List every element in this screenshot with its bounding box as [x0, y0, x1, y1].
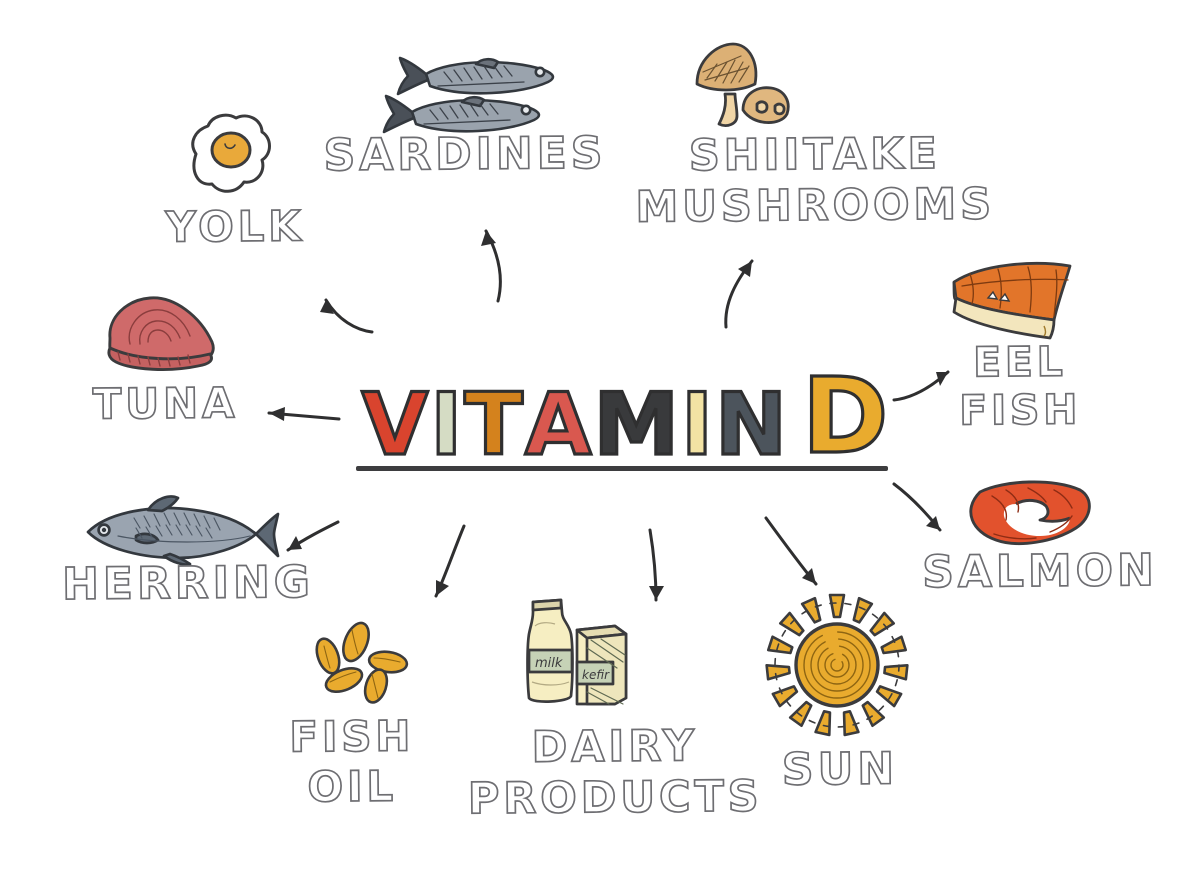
- mushrooms-icon: [683, 36, 795, 128]
- milk-bottle-carton-icon: milk kefir: [505, 592, 635, 712]
- item-label-sun: SUN: [781, 743, 899, 797]
- item-label-herring: HERRING: [61, 556, 315, 611]
- fried-egg-icon: [178, 108, 278, 200]
- title-letter-n: N: [713, 375, 788, 475]
- arrow-to-sardines: [466, 215, 512, 305]
- item-label-fish-oil: FISH OIL: [288, 711, 415, 812]
- arrow-to-tuna: [255, 395, 345, 431]
- tuna-steak-icon: [92, 290, 228, 376]
- sardines-icon: [372, 46, 572, 134]
- title-letter-a: A: [523, 375, 593, 475]
- arrow-to-salmon: [890, 478, 958, 546]
- title-letter-d: D: [800, 355, 890, 477]
- arrow-to-eel-fish: [890, 358, 960, 406]
- title-letter-m: M: [592, 375, 681, 475]
- item-label-tuna: TUNA: [92, 378, 240, 430]
- title-underline: [356, 466, 888, 471]
- arrow-to-herring: [278, 512, 344, 560]
- arrow-to-yolk: [300, 280, 380, 340]
- arrow-to-mushrooms: [716, 245, 768, 331]
- fish-oil-capsules-icon: [308, 621, 412, 708]
- title-letter-v: V: [360, 375, 430, 475]
- item-label-shiitake-mushrooms: SHIITAKE MUSHROOMS: [634, 128, 996, 233]
- carton-text: kefir: [582, 668, 610, 682]
- salmon-steak-icon: [958, 478, 1098, 558]
- title-letter-i1: I: [429, 375, 464, 475]
- item-label-sardines: SARDINES: [323, 127, 608, 182]
- arrow-to-fish-oil: [408, 520, 472, 610]
- item-label-eel-fish: EEL FISH: [958, 337, 1082, 436]
- bottle-text: milk: [535, 656, 563, 671]
- title-letter-t: T: [463, 375, 525, 475]
- arrow-to-dairy: [636, 524, 680, 614]
- eel-fillet-icon: [948, 258, 1078, 344]
- sun-icon: [762, 590, 912, 740]
- item-label-yolk: YOLK: [164, 201, 305, 253]
- title-letter-i2: I: [679, 375, 714, 475]
- arrow-to-sun: [760, 512, 832, 598]
- item-label-salmon: SALMON: [921, 544, 1159, 599]
- item-label-dairy-products: DAIRY PRODUCTS: [467, 720, 764, 825]
- herring-fish-icon: [78, 492, 286, 578]
